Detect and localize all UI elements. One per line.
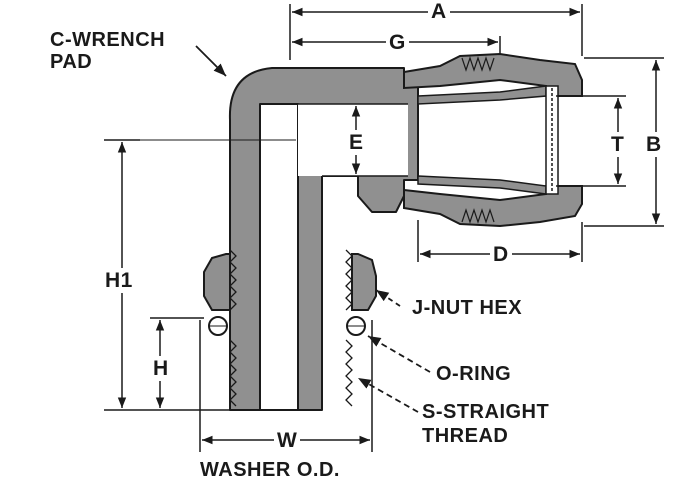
dimension-t-label: T [610,132,626,157]
s-straight-thread-label-line2: THREAD [422,425,509,447]
dimension-h-label: H [152,356,170,381]
leader-lines [195,45,431,413]
dimension-g-label: G [386,32,409,53]
straight-thread [229,249,353,407]
o-ring [208,316,366,336]
c-wrench-pad-label: C-WRENCH [50,29,166,51]
j-nut-hex [203,253,377,311]
tube-nut [403,52,583,228]
dimension-b-label: B [645,132,663,157]
j-nut-hex-label: J-NUT HEX [412,297,523,319]
ferrule [417,85,559,195]
dimension-w-label: W [274,430,301,451]
o-ring-label: O-RING [436,363,512,385]
dimension-a-label: A [428,1,450,22]
dimension-h1-label: H1 [104,268,134,293]
s-straight-thread-label: S-STRAIGHT [422,401,550,423]
c-wrench-pad-label-line2: PAD [50,51,93,73]
washer-od-label: WASHER O.D. [200,459,340,481]
dimension-e-label: E [348,130,365,155]
dimension-d-label: D [490,244,512,265]
